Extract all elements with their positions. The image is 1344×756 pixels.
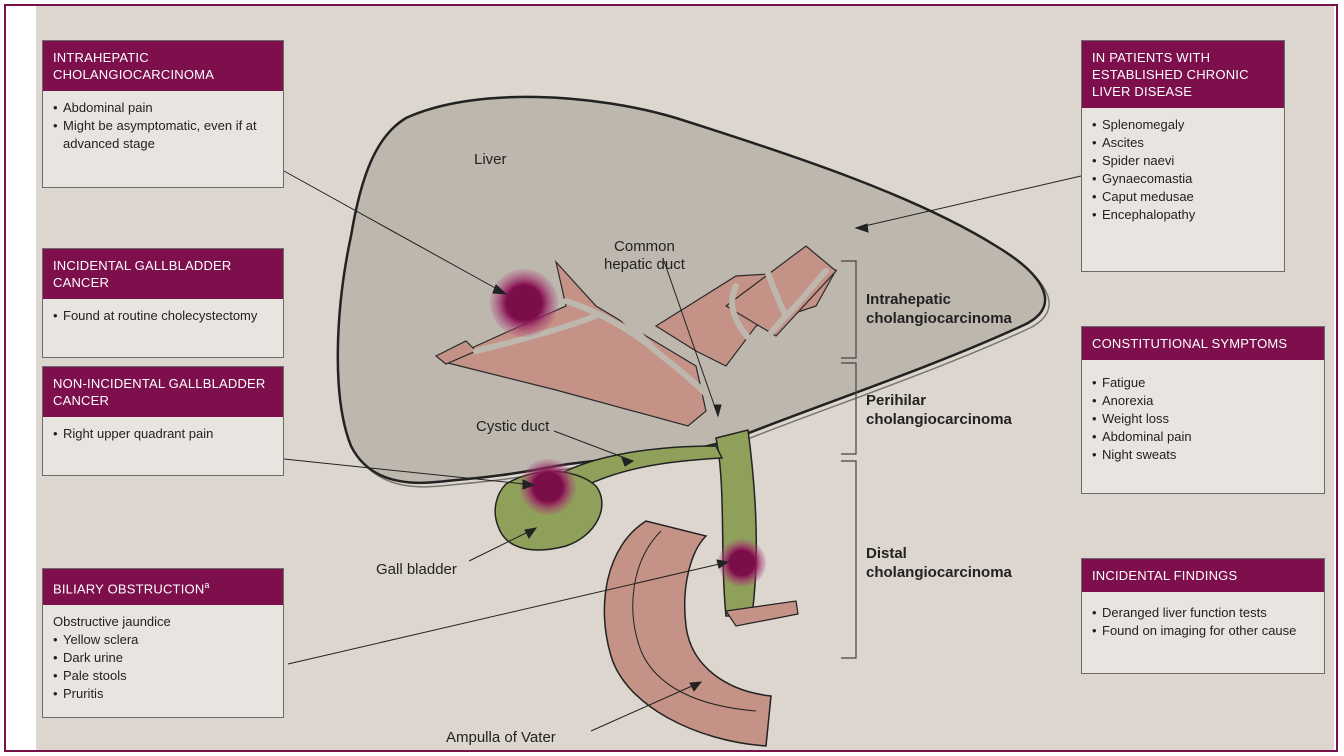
box-biliary-lead: Obstructive jaundice — [53, 613, 273, 631]
list-item: Found on imaging for other cause — [1092, 622, 1314, 640]
figure-frame: Liver Common hepatic duct Cystic duct Ga… — [4, 4, 1338, 752]
segment-distal: Distal cholangiocarcinoma — [866, 544, 1012, 582]
segment-perihilar-line2: cholangiocarcinoma — [866, 410, 1012, 429]
list-item: Yellow sclera — [53, 631, 273, 649]
box-incidental-gb-body: Found at routine cholecystectomy — [43, 299, 283, 333]
diagram-canvas: Liver Common hepatic duct Cystic duct Ga… — [36, 6, 1334, 750]
list-item: Weight loss — [1092, 410, 1314, 428]
box-non-incidental-gb-title: NON-INCIDENTAL GALLBLADDER CANCER — [43, 367, 283, 417]
label-common-hepatic-duct: Common hepatic duct — [604, 238, 685, 274]
list-item: Abdominal pain — [53, 99, 273, 117]
box-intrahepatic-cholangiocarcinoma: INTRAHEPATIC CHOLANGIOCARCINOMA Abdomina… — [42, 40, 284, 188]
list-item: Pruritis — [53, 685, 273, 703]
box-incidental-gallbladder-cancer: INCIDENTAL GALLBLADDER CANCER Found at r… — [42, 248, 284, 358]
label-common-hepatic-duct-line2: hepatic duct — [604, 256, 685, 274]
box-intrahepatic-title: INTRAHEPATIC CHOLANGIOCARCINOMA — [43, 41, 283, 91]
list-item: Ascites — [1092, 134, 1274, 152]
list-item: Gynaecomastia — [1092, 170, 1274, 188]
list-item: Night sweats — [1092, 446, 1314, 464]
segment-perihilar: Perihilar cholangiocarcinoma — [866, 391, 1012, 429]
list-item: Abdominal pain — [1092, 428, 1314, 446]
list-item: Dark urine — [53, 649, 273, 667]
list-item: Caput medusae — [1092, 188, 1274, 206]
box-incidental-findings-title: INCIDENTAL FINDINGS — [1082, 559, 1324, 592]
list-item: Anorexia — [1092, 392, 1314, 410]
box-constitutional-symptoms: CONSTITUTIONAL SYMPTOMS Fatigue Anorexia… — [1081, 326, 1325, 494]
segment-intrahepatic-line2: cholangiocarcinoma — [866, 309, 1012, 328]
box-intrahepatic-body: Abdominal pain Might be asymptomatic, ev… — [43, 91, 283, 161]
list-item: Deranged liver function tests — [1092, 604, 1314, 622]
list-item: Might be asymptomatic, even if at advanc… — [53, 117, 273, 153]
box-constitutional-title: CONSTITUTIONAL SYMPTOMS — [1082, 327, 1324, 360]
box-incidental-findings: INCIDENTAL FINDINGS Deranged liver funct… — [1081, 558, 1325, 674]
box-biliary-title-sup: a — [204, 580, 209, 590]
box-biliary-title: BILIARY OBSTRUCTIONa — [43, 569, 283, 605]
box-incidental-findings-body: Deranged liver function tests Found on i… — [1082, 592, 1324, 648]
segment-intrahepatic: Intrahepatic cholangiocarcinoma — [866, 290, 1012, 328]
list-item: Found at routine cholecystectomy — [53, 307, 273, 325]
box-non-incidental-gallbladder-cancer: NON-INCIDENTAL GALLBLADDER CANCER Right … — [42, 366, 284, 476]
list-item: Right upper quadrant pain — [53, 425, 273, 443]
box-incidental-gb-title: INCIDENTAL GALLBLADDER CANCER — [43, 249, 283, 299]
box-chronic-liver-disease: IN PATIENTS WITH ESTABLISHED CHRONIC LIV… — [1081, 40, 1285, 272]
box-biliary-title-text: BILIARY OBSTRUCTION — [53, 581, 204, 596]
list-item: Spider naevi — [1092, 152, 1274, 170]
box-constitutional-body: Fatigue Anorexia Weight loss Abdominal p… — [1082, 360, 1324, 472]
label-gall-bladder: Gall bladder — [376, 561, 457, 579]
box-biliary-obstruction: BILIARY OBSTRUCTIONa Obstructive jaundic… — [42, 568, 284, 718]
box-chronic-liver-body: Splenomegaly Ascites Spider naevi Gynaec… — [1082, 108, 1284, 232]
box-biliary-body: Obstructive jaundice Yellow sclera Dark … — [43, 605, 283, 711]
segment-distal-line2: cholangiocarcinoma — [866, 563, 1012, 582]
segment-intrahepatic-line1: Intrahepatic — [866, 290, 1012, 309]
segment-perihilar-line1: Perihilar — [866, 391, 1012, 410]
list-item: Splenomegaly — [1092, 116, 1274, 134]
box-chronic-liver-title: IN PATIENTS WITH ESTABLISHED CHRONIC LIV… — [1082, 41, 1284, 108]
box-non-incidental-gb-body: Right upper quadrant pain — [43, 417, 283, 451]
label-ampulla-of-vater: Ampulla of Vater — [446, 729, 556, 747]
label-cystic-duct: Cystic duct — [476, 418, 549, 436]
label-liver: Liver — [474, 151, 507, 169]
list-item: Pale stools — [53, 667, 273, 685]
list-item: Encephalopathy — [1092, 206, 1274, 224]
label-common-hepatic-duct-line1: Common — [604, 238, 685, 256]
list-item: Fatigue — [1092, 374, 1314, 392]
segment-distal-line1: Distal — [866, 544, 1012, 563]
